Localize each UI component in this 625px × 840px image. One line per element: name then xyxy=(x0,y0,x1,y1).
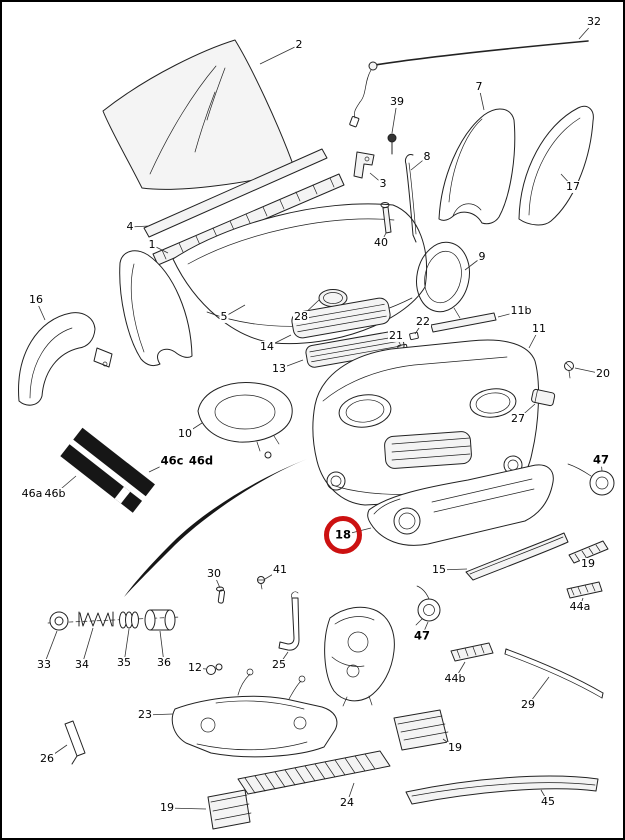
part-label-46d[interactable]: 46d xyxy=(187,453,215,468)
carrier-bracket xyxy=(324,606,395,707)
part-label-5[interactable]: 5 xyxy=(219,309,229,324)
grommet-part12 xyxy=(206,663,223,675)
washer-part33 xyxy=(49,611,69,631)
screw-part41 xyxy=(257,576,266,590)
part-label-16[interactable]: 16 xyxy=(28,292,44,307)
bumper-strip-part11b xyxy=(430,312,497,333)
part-label-2[interactable]: 2 xyxy=(294,37,304,52)
cowl-strip-part4 xyxy=(143,148,328,238)
part-label-29[interactable]: 29 xyxy=(520,697,536,712)
part-label-3[interactable]: 3 xyxy=(378,176,388,191)
part-label-1[interactable]: 1 xyxy=(147,237,157,252)
leader-line-34 xyxy=(81,627,94,666)
part-label-19r[interactable]: 19 xyxy=(580,556,596,571)
part-label-44b[interactable]: 44b xyxy=(443,671,467,686)
antenna-part32 xyxy=(349,40,589,128)
part-label-9[interactable]: 9 xyxy=(477,249,487,264)
wheel-arch-trim-left-part16 xyxy=(18,312,96,406)
upper-grille-part14 xyxy=(291,297,391,339)
part-label-34[interactable]: 34 xyxy=(74,657,90,672)
part-label-41[interactable]: 41 xyxy=(272,562,288,577)
part-label-24[interactable]: 24 xyxy=(339,795,355,810)
part-label-4[interactable]: 4 xyxy=(125,219,135,234)
clip-part22 xyxy=(409,331,419,341)
lower-valence-part18 xyxy=(367,464,554,546)
grommet-part39 xyxy=(387,133,397,155)
part-label-7[interactable]: 7 xyxy=(474,79,484,94)
part-label-32[interactable]: 32 xyxy=(586,14,602,29)
part-label-10[interactable]: 10 xyxy=(177,426,193,441)
stripe-kit-part46 xyxy=(60,427,155,513)
part-label-22[interactable]: 22 xyxy=(415,314,431,329)
mounting-hardware xyxy=(47,576,300,765)
washer-stack-part35 xyxy=(119,611,139,629)
part-label-35[interactable]: 35 xyxy=(116,655,132,670)
wheel-arch-trim-right-part17 xyxy=(518,105,594,226)
part-label-13[interactable]: 13 xyxy=(271,361,287,376)
part-label-44a[interactable]: 44a xyxy=(568,599,592,614)
part-label-14[interactable]: 14 xyxy=(259,339,275,354)
part-label-11b[interactable]: 11b xyxy=(509,303,533,318)
part-label-30[interactable]: 30 xyxy=(206,566,222,581)
part-label-27[interactable]: 27 xyxy=(510,411,526,426)
part-label-8[interactable]: 8 xyxy=(422,149,432,164)
part-label-46a[interactable]: 46a xyxy=(20,486,44,501)
rod-part8 xyxy=(405,154,417,243)
front-bumper-part11 xyxy=(312,339,540,506)
part-label-26[interactable]: 26 xyxy=(39,751,55,766)
rod-part40 xyxy=(380,202,392,234)
strip-part44b xyxy=(450,642,494,662)
part-label-19m[interactable]: 19 xyxy=(447,740,463,755)
highlight-circle-part-18[interactable] xyxy=(324,516,362,554)
part-label-46c[interactable]: 46c xyxy=(159,453,185,468)
fog-lamp-part47-left xyxy=(415,585,441,626)
part-label-25[interactable]: 25 xyxy=(271,657,287,672)
lower-grille-strip-part15 xyxy=(465,532,569,581)
part-label-36[interactable]: 36 xyxy=(156,655,172,670)
part-label-45[interactable]: 45 xyxy=(540,794,556,809)
front-fender-left xyxy=(93,250,193,368)
bracket-part25 xyxy=(278,591,300,651)
part-label-15[interactable]: 15 xyxy=(431,562,447,577)
rod-part29 xyxy=(504,648,604,699)
part-label-12[interactable]: 12 xyxy=(187,660,203,675)
part-label-19bl[interactable]: 19 xyxy=(159,800,175,815)
spring-part34 xyxy=(78,611,114,627)
part-label-33[interactable]: 33 xyxy=(36,657,52,672)
part-label-20[interactable]: 20 xyxy=(595,366,611,381)
bushing-part36 xyxy=(144,609,176,631)
part-label-46b[interactable]: 46b xyxy=(43,486,67,501)
bracket-part19-right xyxy=(568,540,609,564)
bracket-part26 xyxy=(64,720,86,765)
headlamp-housing-part10 xyxy=(197,382,293,459)
part-label-11[interactable]: 11 xyxy=(531,321,547,336)
part-label-47l[interactable]: 47 xyxy=(412,628,432,643)
leader-line-2 xyxy=(259,44,300,65)
part-label-23[interactable]: 23 xyxy=(137,707,153,722)
part-label-28[interactable]: 28 xyxy=(293,309,309,324)
subframe-part23 xyxy=(171,668,338,758)
part-label-17[interactable]: 17 xyxy=(565,179,581,194)
screw-part20 xyxy=(564,361,574,379)
bracket-part3 xyxy=(353,151,375,179)
reinforcement-bar-part24 xyxy=(237,750,391,795)
part-label-21[interactable]: 21 xyxy=(388,328,404,343)
strip-part44a xyxy=(566,581,603,599)
part-label-18[interactable]: 18 xyxy=(333,527,353,542)
plate-part19-mid xyxy=(393,709,449,751)
part-label-40[interactable]: 40 xyxy=(373,235,389,250)
lower-strip-part45 xyxy=(405,775,599,805)
part-label-39[interactable]: 39 xyxy=(389,94,405,109)
bracket-part27 xyxy=(531,388,556,407)
part-label-47r[interactable]: 47 xyxy=(591,452,611,467)
front-fender-right-part7 xyxy=(438,108,516,225)
plate-part19-bottom-left xyxy=(207,789,252,830)
